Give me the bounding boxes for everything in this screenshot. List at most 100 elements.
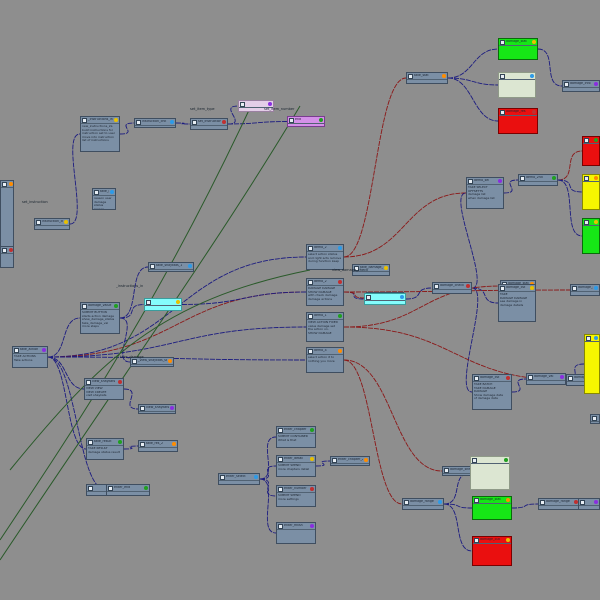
status-dot-icon [530, 286, 534, 290]
graph-node[interactable] [0, 180, 14, 266]
node-body [403, 506, 443, 508]
graph-node[interactable]: damage_list [570, 284, 600, 296]
graph-node[interactable] [578, 498, 600, 510]
node-title: take_reason [100, 190, 109, 194]
node-title: take_shaykats_1 [156, 264, 183, 268]
graph-node[interactable]: enter_select [218, 473, 260, 485]
graph-node[interactable]: damage_check [432, 282, 472, 294]
graph-node[interactable]: damage_range [402, 498, 444, 510]
graph-node[interactable]: take_reasonreason user damage status rea… [92, 188, 116, 210]
graph-node[interactable] [582, 174, 600, 210]
document-icon [474, 497, 479, 503]
document-icon [332, 457, 337, 463]
status-dot-icon [552, 176, 556, 180]
graph-node[interactable]: set_instruction [190, 118, 228, 130]
edge-line [343, 359, 403, 505]
graph-node[interactable]: damage_stat [498, 38, 538, 60]
graph-node[interactable]: enter_chapter_2 [330, 456, 370, 466]
status-dot-icon [438, 500, 442, 504]
graph-node[interactable]: take_damage_cnt [352, 264, 390, 276]
graph-node[interactable]: damage_info [562, 80, 600, 92]
edge-line [557, 179, 583, 237]
document-icon [354, 265, 359, 271]
node-title: damage_res [506, 110, 526, 114]
edge-line [69, 133, 81, 225]
node-body: SUBMIT SPEND more settings [278, 493, 301, 501]
status-dot-icon [170, 406, 174, 410]
graph-node[interactable]: damage_stat [472, 496, 512, 520]
graph-node[interactable]: take_stat [406, 72, 448, 84]
graph-node[interactable]: instruction_chk [134, 118, 176, 128]
graph-node[interactable] [144, 298, 182, 311]
graph-node[interactable]: enter_finish [276, 522, 316, 544]
graph-node[interactable]: _view_shaykats_sk [130, 357, 174, 367]
status-dot-icon [506, 498, 510, 502]
node-body [583, 226, 599, 228]
graph-node[interactable] [238, 100, 274, 112]
node-title: damage_sheet [450, 468, 474, 472]
graph-node[interactable] [584, 334, 600, 394]
edge-label: view_damage_check [332, 268, 369, 272]
document-icon [500, 73, 505, 79]
node-header: take_damage_cnt [353, 265, 389, 272]
graph-node[interactable] [582, 218, 600, 254]
graph-node[interactable] [582, 136, 600, 166]
status-dot-icon [338, 246, 342, 250]
graph-node[interactable]: damage_out [472, 536, 512, 566]
edge-line [259, 436, 277, 480]
status-dot-icon [400, 295, 404, 299]
document-icon [278, 486, 283, 492]
node-header: damage_info [563, 81, 599, 88]
graph-node[interactable] [0, 246, 14, 268]
graph-node[interactable]: damage_val [526, 373, 566, 385]
graph-node[interactable]: damage_range [538, 498, 580, 510]
node-title: set_instruction [198, 120, 221, 124]
node-header: take_result [87, 439, 123, 446]
graph-node[interactable]: damage_res [498, 108, 538, 134]
node-header [365, 294, 405, 301]
document-icon [308, 245, 313, 251]
node-body [583, 182, 599, 184]
status-dot-icon [498, 179, 502, 183]
edge-line [0, 105, 301, 561]
status-dot-icon [118, 380, 122, 384]
graph-node[interactable]: view_shaykats_2 [138, 404, 176, 414]
graph-node[interactable] [498, 72, 536, 98]
node-title: damage_list [506, 286, 526, 290]
graph-node[interactable] [364, 293, 406, 305]
graph-node[interactable]: enter_end [106, 484, 150, 496]
node-body: reason user damage status reason [94, 196, 112, 210]
edge-line [47, 326, 307, 358]
graph-node[interactable]: take_res_2 [138, 440, 178, 452]
edge-line [259, 465, 277, 480]
graph-node[interactable] [470, 456, 510, 490]
graph-node[interactable]: end [287, 116, 325, 127]
node-title: damage_range [546, 500, 570, 504]
edge-line [0, 107, 251, 541]
edge-line [465, 287, 479, 393]
graph-node[interactable]: demo_2nd [518, 174, 558, 186]
node-title: damage_range [410, 500, 434, 504]
node-title: enter_chapter [284, 428, 307, 432]
node-title: _instructions_in [88, 118, 113, 122]
graph-node[interactable]: instruction_chk [34, 218, 70, 230]
graph-node[interactable]: take_shaykats_1 [148, 262, 194, 272]
node-header: damage_list [571, 285, 599, 292]
graph-node[interactable] [590, 414, 600, 424]
